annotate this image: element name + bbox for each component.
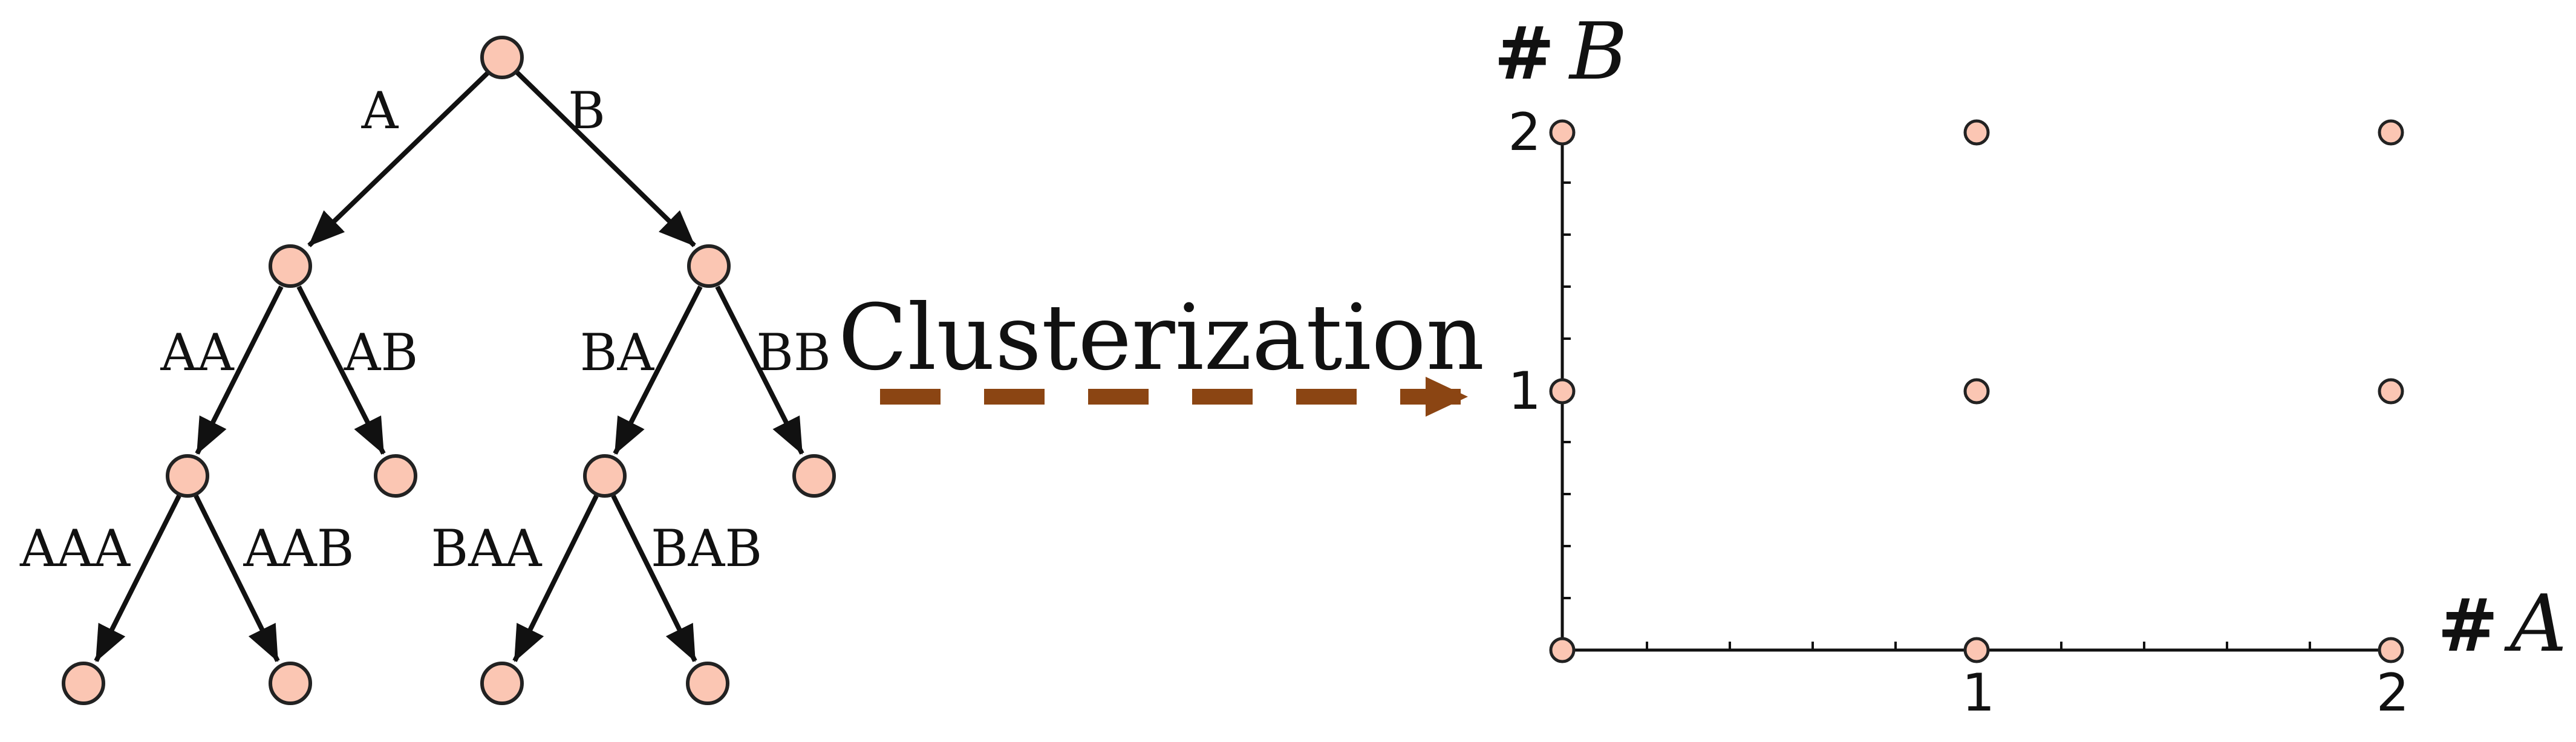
grid-point-a0-b1 — [1549, 378, 1576, 405]
count-grid-plot: 1 2 1 2 # B # A — [1494, 5, 2567, 723]
tree-edge-bab — [611, 495, 697, 662]
tree-edge-labels: A B AA AB BA BB AAA AAB BAA BAB — [19, 81, 831, 578]
tree-edge-ba — [613, 285, 703, 455]
tree-node-baa — [480, 662, 524, 705]
tree-node-ba — [583, 454, 627, 498]
tree-node-a — [269, 244, 312, 288]
tree-edge-baa — [512, 495, 599, 662]
grid-point-a1-b2 — [1963, 119, 1990, 146]
edge-label-a: A — [361, 81, 399, 140]
edge-label-aa: AA — [160, 323, 235, 382]
y-tick-label-1: 1 — [1508, 361, 1541, 421]
tree-edge-aaa — [94, 495, 181, 662]
grid-points — [1549, 119, 2404, 663]
grid-point-a2-b0 — [2378, 637, 2404, 663]
tree-node-ab — [374, 454, 417, 498]
tree-node-bab — [686, 662, 729, 705]
x-tick-label-2: 2 — [2376, 663, 2410, 723]
tree-edges — [94, 70, 804, 662]
edge-label-bb: BB — [756, 323, 830, 382]
grid-point-a1-b0 — [1963, 637, 1990, 663]
y-axis-title: # B — [1494, 5, 1628, 97]
tree-node-aaa — [62, 662, 105, 705]
grid-point-a2-b1 — [2378, 378, 2404, 405]
tree-edge-aa — [195, 285, 284, 455]
tree-nodes — [62, 36, 836, 705]
x-axis-hash: # — [2437, 584, 2499, 668]
x-axis-letter: A — [2504, 578, 2567, 669]
edge-label-bab: BAB — [651, 519, 762, 578]
y-tick-label-2: 2 — [1508, 102, 1541, 163]
edge-label-aab: AAB — [243, 519, 354, 578]
tree-node-b — [687, 244, 731, 288]
tree-node-aa — [166, 454, 209, 498]
y-axis-hash: # — [1494, 12, 1555, 96]
grid-point-a0-b0 — [1549, 637, 1576, 663]
tree-edge-a — [307, 70, 491, 247]
clusterization-transition: Clusterization — [838, 285, 1485, 417]
clusterization-label: Clusterization — [838, 285, 1485, 391]
tree-node-bb — [792, 454, 836, 498]
edge-label-b: B — [568, 81, 605, 140]
tree-edge-ab — [296, 285, 386, 455]
prefix-tree: A B AA AB BA BB AAA AAB BAA BAB — [19, 36, 836, 705]
grid-point-a0-b2 — [1549, 119, 1576, 146]
grid-point-a2-b2 — [2378, 119, 2404, 146]
tree-edge-aab — [194, 495, 280, 662]
tree-node-aab — [269, 662, 312, 705]
tree-edge-bb — [715, 285, 804, 455]
minor-ticks — [1562, 181, 2311, 650]
edge-label-ab: AB — [344, 323, 418, 382]
edge-label-aaa: AAA — [19, 519, 131, 578]
y-axis-letter: B — [1568, 5, 1628, 97]
edge-label-ba: BA — [580, 323, 655, 382]
grid-point-a1-b1 — [1963, 378, 1990, 405]
x-tick-label-1: 1 — [1962, 663, 1995, 723]
tree-node-root — [480, 36, 524, 79]
x-axis-title: # A — [2437, 578, 2567, 669]
edge-label-baa: BAA — [431, 519, 542, 578]
tick-labels: 1 2 1 2 — [1508, 102, 2409, 723]
tree-edge-b — [515, 70, 696, 247]
